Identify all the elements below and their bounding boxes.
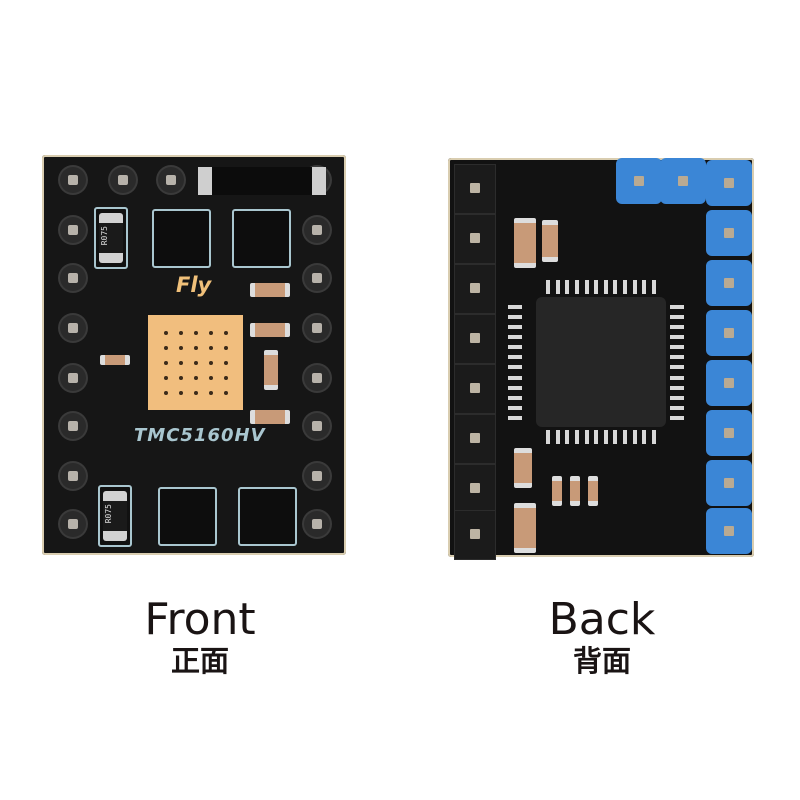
capacitor <box>100 355 130 365</box>
pin-pad <box>304 265 330 291</box>
back-label-zh: 背面 <box>572 644 631 678</box>
header-pin <box>454 164 496 214</box>
pin-pad <box>60 217 86 243</box>
mosfet <box>232 209 291 268</box>
capacitor <box>570 476 580 506</box>
capacitor <box>250 283 290 297</box>
header-pin <box>454 214 496 264</box>
front-label-zh: 正面 <box>170 644 229 678</box>
header-pin <box>454 464 496 514</box>
mosfet <box>158 487 217 546</box>
pin-pad <box>60 365 86 391</box>
header-pin <box>454 364 496 414</box>
blue-header-pin <box>706 310 752 356</box>
pin-pad <box>60 265 86 291</box>
pin-pad <box>60 315 86 341</box>
blue-header-pin <box>706 460 752 506</box>
mosfet <box>238 487 297 546</box>
header-pin <box>454 414 496 464</box>
blue-header-pin <box>706 160 752 206</box>
tmc5160-chip <box>536 297 666 427</box>
capacitor <box>250 323 290 337</box>
front-caption: Front 正面 <box>100 594 300 679</box>
blue-header-pin <box>706 210 752 256</box>
back-label: Back <box>548 594 656 645</box>
header-pin <box>454 314 496 364</box>
thermal-pad <box>148 315 243 410</box>
header-pin <box>454 264 496 314</box>
pin-pad <box>60 167 86 193</box>
capacitor <box>588 476 598 506</box>
pin-pad <box>304 463 330 489</box>
back-caption: Back 背面 <box>502 594 702 679</box>
pin-pad <box>60 463 86 489</box>
front-label: Front <box>144 594 256 645</box>
pin-pad <box>304 315 330 341</box>
pin-pad <box>158 167 184 193</box>
pin-pad <box>110 167 136 193</box>
capacitor <box>542 220 558 262</box>
shunt-resistor-top: R075 <box>94 207 128 269</box>
blue-header-pin <box>660 158 706 204</box>
pin-pad <box>304 365 330 391</box>
chip-pins-right <box>670 305 684 420</box>
pin-pad <box>304 511 330 537</box>
chip-pins-bottom <box>546 430 656 444</box>
brand-silkscreen: Fly <box>176 273 212 297</box>
capacitor <box>250 410 290 424</box>
capacitor <box>514 448 532 488</box>
shunt-resistor-bottom: R075 <box>98 485 132 547</box>
pin-pad <box>60 511 86 537</box>
blue-header-pin <box>706 410 752 456</box>
pin-pad <box>304 413 330 439</box>
chip-pins-left <box>508 305 522 420</box>
capacitor <box>552 476 562 506</box>
mosfet <box>152 209 211 268</box>
blue-header-pin <box>706 508 752 554</box>
capacitor <box>514 218 536 268</box>
back-board-image <box>448 158 754 560</box>
capacitor <box>514 503 536 553</box>
blue-header-pin <box>706 360 752 406</box>
blue-header-pin <box>616 158 662 204</box>
model-silkscreen: TMC5160HV <box>134 425 266 446</box>
front-board-image: R075 R075 Fly TMC5160HV <box>42 155 346 555</box>
header-pin <box>454 510 496 560</box>
pin-pad <box>304 217 330 243</box>
chip-pins-top <box>546 280 656 294</box>
capacitor <box>264 350 278 390</box>
blue-header-pin <box>706 260 752 306</box>
pin-pad <box>60 413 86 439</box>
diode <box>198 167 326 195</box>
